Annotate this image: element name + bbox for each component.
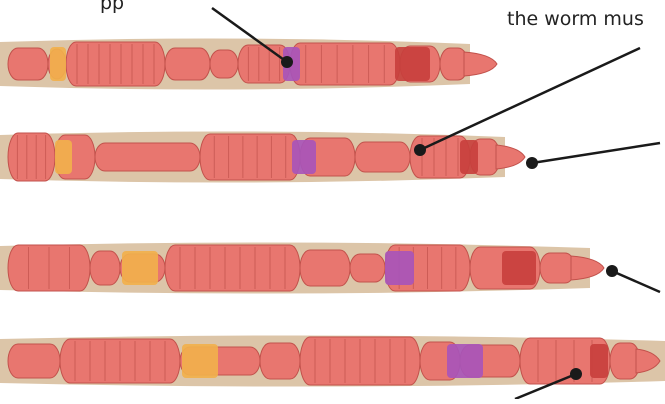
pointer-line: [612, 271, 660, 292]
worm-segment: [95, 143, 200, 171]
band-red: [502, 251, 536, 285]
worm-tip: [464, 52, 497, 76]
worm-segment: [8, 133, 55, 181]
pointer: [606, 265, 660, 292]
worm-segment: [540, 253, 575, 283]
pointer: [526, 143, 660, 169]
worms-layer: [0, 38, 665, 386]
pointer-line: [532, 143, 660, 163]
pointer-dot: [570, 368, 582, 380]
band-purple: [447, 344, 483, 378]
worm-segment: [8, 48, 48, 80]
band-red: [460, 140, 478, 174]
worm-segment: [260, 343, 300, 379]
band-yellow: [182, 344, 218, 378]
worm-segment: [165, 245, 300, 291]
worm-segment: [290, 43, 400, 85]
worm-tip: [496, 145, 525, 169]
band-yellow: [55, 140, 72, 174]
worm-tip: [571, 256, 604, 280]
worm-segment: [350, 254, 385, 282]
band-purple: [292, 140, 316, 174]
worm-1: [0, 38, 497, 89]
worm-segment: [90, 251, 120, 285]
pointer-dot: [414, 144, 426, 156]
worm-segment: [66, 42, 165, 86]
worm-segment: [300, 250, 350, 286]
band-yellow: [50, 47, 66, 81]
pointer-dot: [281, 56, 293, 68]
label-top-right: the worm mus: [507, 8, 644, 30]
worm-3: [0, 242, 604, 293]
worm-segment: [165, 48, 210, 80]
worm-segment: [8, 344, 60, 378]
worm-segment: [355, 142, 410, 172]
pointer-dot: [606, 265, 618, 277]
band-purple: [385, 251, 414, 285]
worm-segment: [200, 134, 300, 180]
band-red: [590, 344, 608, 378]
label-top-partial: pp: [100, 0, 124, 14]
pointer-dot: [526, 157, 538, 169]
worm-segment: [210, 50, 238, 78]
band-yellow: [122, 251, 158, 285]
band-red: [395, 47, 430, 81]
